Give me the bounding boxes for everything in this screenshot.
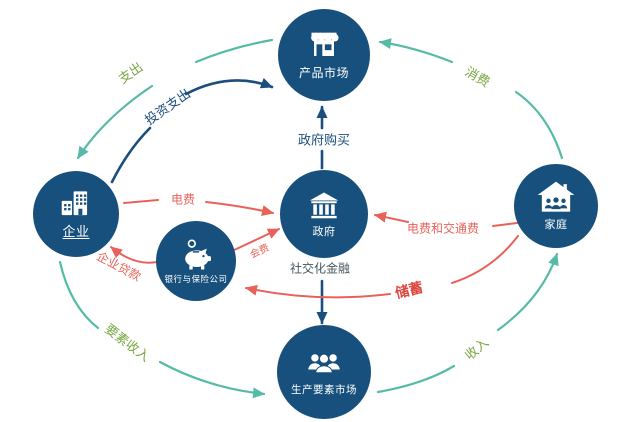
node-label-product-market: 产品市场	[298, 66, 349, 80]
node-household: 家庭	[514, 164, 598, 248]
arrow-factor-to-household-seg1	[376, 364, 456, 394]
arrow-product-to-enterprise-seg1	[194, 38, 274, 64]
edge-label-social-finance: 社交化金融	[289, 261, 351, 276]
arrow-enterprise-to-factor-seg2	[158, 360, 266, 399]
node-label-enterprise: 企业	[62, 225, 90, 240]
arrow-savings-seg1	[451, 235, 519, 284]
arrow-product-to-enterprise-seg2	[76, 84, 154, 160]
node-bank-insurance: 银行与保险公司	[156, 221, 236, 301]
arrow-household-to-product-seg1	[514, 90, 564, 160]
arrow-household-to-product-seg2	[378, 38, 454, 64]
piggy-bank-icon	[176, 237, 216, 272]
arrow-investment-seg1	[110, 126, 152, 184]
node-government: 政府	[280, 170, 368, 258]
arrow-factor-to-household-seg2	[496, 252, 559, 332]
arrow-investment-seg2	[184, 77, 274, 96]
edge-label-government-purchase: 政府购买	[297, 133, 351, 149]
buildings-icon	[57, 188, 95, 220]
node-label-government: 政府	[312, 224, 336, 238]
arrow-electricity-seg1	[123, 199, 159, 204]
arrow-elec-transport-seg2	[374, 211, 409, 223]
node-label-factor-market: 生产要素市场	[291, 383, 357, 396]
node-factor-market: 生产要素市场	[277, 325, 371, 419]
edge-label-electricity-fee: 电费	[170, 192, 196, 207]
node-label-bank-insurance: 银行与保险公司	[164, 275, 228, 285]
arrow-elec-transport-seg1	[492, 222, 518, 227]
node-enterprise: 企业	[33, 171, 119, 257]
storefront-icon	[304, 29, 344, 63]
people-group-icon	[304, 348, 344, 381]
arrow-enterprise-loan	[110, 246, 158, 264]
arrow-savings-seg2	[245, 284, 391, 299]
arrow-membership-fee	[229, 228, 280, 253]
edge-label-electricity-transport-fee: 电费和交通费	[406, 221, 480, 236]
arrow-electricity-seg2	[205, 201, 274, 216]
bank-building-icon	[305, 190, 343, 222]
arrow-enterprise-to-factor-seg1	[58, 260, 100, 330]
node-product-market: 产品市场	[278, 9, 370, 101]
node-label-household: 家庭	[544, 218, 568, 231]
house-family-icon	[536, 180, 576, 215]
